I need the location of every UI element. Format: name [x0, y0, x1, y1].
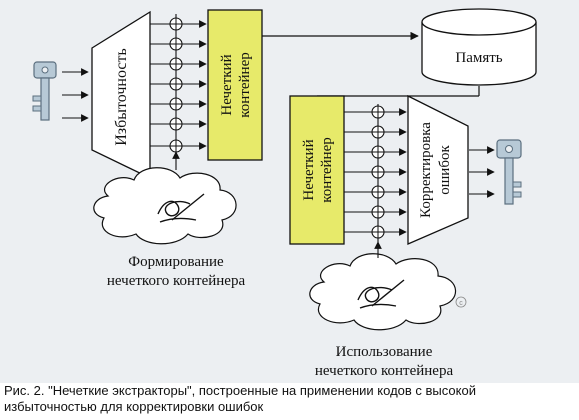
- signature-icon-usage: [357, 279, 405, 309]
- xor-icon: [169, 57, 183, 71]
- svg-text:контейнер: контейнер: [237, 52, 253, 117]
- xor-icon: [169, 37, 183, 51]
- xor-icon: [169, 139, 183, 153]
- caption-line2: избыточностью для корректировки ошибок: [4, 399, 264, 414]
- svg-text:контейнер: контейнер: [319, 137, 335, 202]
- fuzzy-container-1-line2: контейнер: [237, 52, 253, 117]
- usage-label-line1: Использование: [336, 344, 433, 360]
- formation-label-line2: нечеткого контейнера: [107, 273, 246, 289]
- xor-icon: [371, 125, 385, 139]
- figure-caption: Рис. 2. "Нечеткие экстракторы", построен…: [4, 383, 576, 415]
- key-icon-output: [496, 139, 522, 205]
- xor-icon: [371, 165, 385, 179]
- xor-icon: [371, 105, 385, 119]
- cloud-icon-formation: [93, 167, 237, 245]
- fuzzy-container-1-line1: Нечеткий: [219, 54, 235, 115]
- svg-text:c: c: [459, 300, 463, 307]
- error-correction-line2: ошибок: [437, 145, 453, 195]
- xor-icon: [371, 225, 385, 239]
- xor-icon: [169, 17, 183, 31]
- xor-icon: [371, 185, 385, 199]
- xor-icon: [169, 117, 183, 131]
- svg-text:Нечеткий: Нечеткий: [219, 54, 235, 115]
- key-icon-input: [32, 61, 57, 121]
- usage-label: Использование нечеткого контейнера: [315, 344, 454, 379]
- formation-label: Формирование нечеткого контейнера: [107, 254, 246, 289]
- fuzzy-container-2: Нечеткий контейнер: [289, 95, 345, 245]
- usage-label-line2: нечеткого контейнера: [315, 363, 454, 379]
- copyright-icon: c: [455, 296, 467, 308]
- svg-text:Корректировка: Корректировка: [418, 122, 434, 218]
- signature-icon-formation: [157, 193, 205, 223]
- error-correction-block: Корректировка ошибок: [407, 94, 469, 245]
- redundancy-block: Избыточность: [91, 10, 151, 180]
- formation-label-line1: Формирование: [128, 254, 224, 270]
- redundancy-label: Избыточность: [113, 48, 130, 146]
- fuzzy-container-1: Нечеткий контейнер: [207, 9, 263, 161]
- error-correction-line1: Корректировка: [418, 122, 434, 218]
- xor-column-usage: [344, 104, 407, 242]
- caption-line1: Рис. 2. "Нечеткие экстракторы", построен…: [4, 383, 476, 398]
- fuzzy-extractor-diagram: Избыточность Нечеткий контейнер Память Н…: [0, 0, 579, 383]
- xor-icon: [169, 77, 183, 91]
- svg-text:Нечеткий: Нечеткий: [301, 139, 317, 200]
- memory-label: Память: [455, 50, 502, 66]
- xor-icon: [169, 97, 183, 111]
- cloud-icon-usage: [309, 253, 457, 331]
- xor-icon: [371, 205, 385, 219]
- svg-text:ошибок: ошибок: [437, 145, 453, 195]
- xor-icon: [371, 145, 385, 159]
- fuzzy-container-2-line2: контейнер: [319, 137, 335, 202]
- xor-column-formation: [150, 14, 207, 154]
- fuzzy-container-2-line1: Нечеткий: [301, 139, 317, 200]
- memory-cylinder: Память: [421, 8, 537, 86]
